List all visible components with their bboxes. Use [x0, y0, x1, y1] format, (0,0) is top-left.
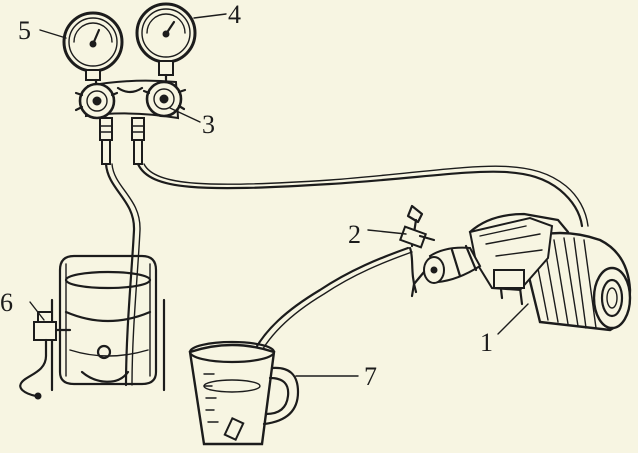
callout-label-1: 1 [480, 328, 493, 357]
leader-6 [29, 301, 45, 321]
callout-label-6: 6 [0, 288, 13, 317]
oil-measuring-cup [188, 340, 300, 446]
callout-label-7: 7 [364, 362, 377, 391]
callout-label-4: 4 [228, 0, 241, 29]
leader-5 [39, 29, 67, 39]
leader-lines [29, 13, 529, 377]
callout-label-3: 3 [202, 110, 215, 139]
low-pressure-gauge [62, 11, 124, 81]
leader-3 [169, 107, 201, 123]
leader-1 [497, 303, 529, 335]
hoses [104, 162, 589, 422]
leader-2 [367, 229, 407, 235]
compressor [410, 212, 632, 332]
high-pressure-gauge [135, 2, 197, 76]
leader-4 [193, 13, 227, 19]
callout-label-5: 5 [18, 16, 31, 45]
refrigerant-cylinder [19, 254, 166, 400]
manifold-valve [74, 73, 187, 165]
callout-label-2: 2 [348, 220, 361, 249]
service-valve [398, 204, 436, 294]
